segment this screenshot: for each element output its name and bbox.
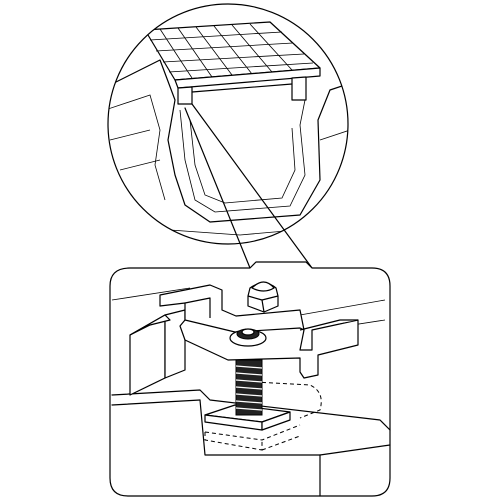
callout-box <box>109 261 391 497</box>
hex-cap-nut <box>247 281 279 313</box>
washer <box>229 328 267 347</box>
detail-circle <box>107 3 349 245</box>
drain-channel <box>108 59 348 236</box>
right-bracket-small <box>291 76 307 101</box>
hidden-plate-outline <box>204 381 322 451</box>
grating-panel <box>144 21 321 105</box>
circle-content <box>108 21 348 236</box>
callout-connector <box>184 103 313 269</box>
left-bracket-small <box>177 86 193 105</box>
grating-mesh <box>149 23 314 79</box>
threaded-bolt <box>235 359 263 416</box>
magnifier-ring <box>107 3 349 245</box>
